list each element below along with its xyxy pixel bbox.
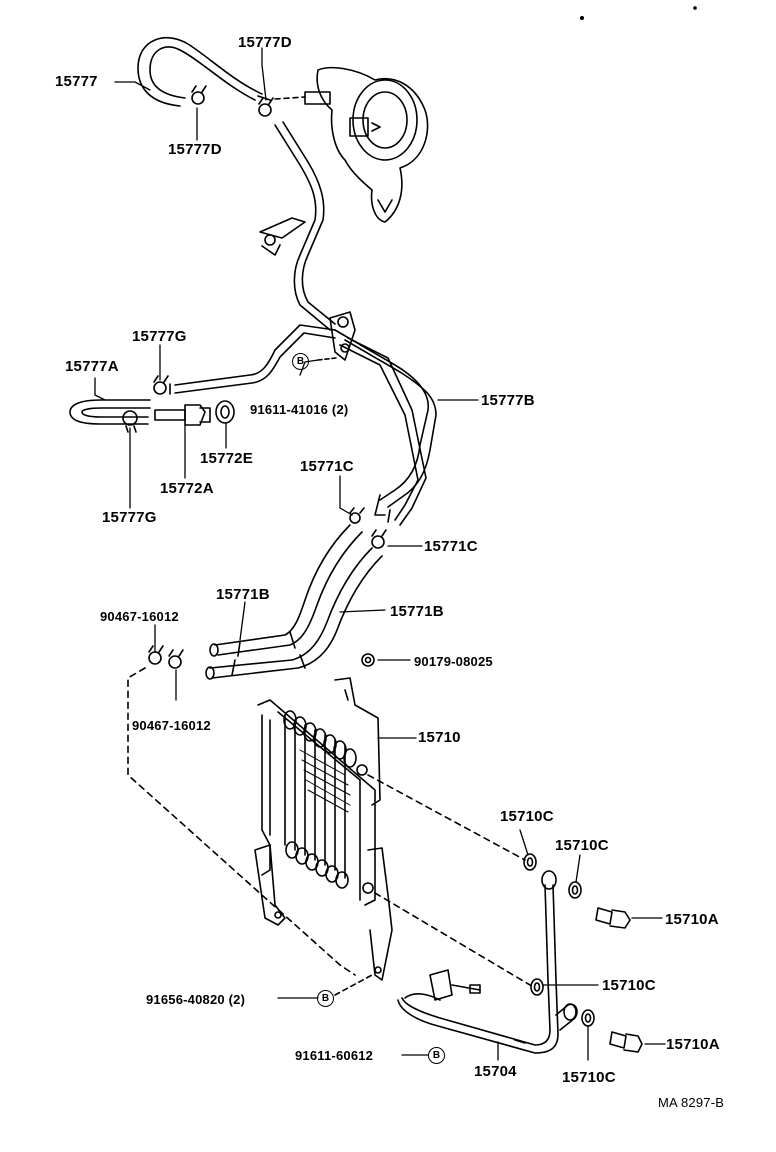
label-15771B-left: 15771B — [216, 586, 270, 603]
label-15777A: 15777A — [65, 358, 119, 375]
label-15777G-top: 15777G — [132, 328, 187, 345]
clamp-15777D-left — [191, 85, 207, 105]
label-90467-16012-bottom: 90467-16012 — [132, 718, 211, 733]
union-15772A — [154, 404, 211, 426]
gasket-15772E — [215, 400, 235, 424]
label-15710: 15710 — [418, 729, 461, 746]
label-15772E: 15772E — [200, 450, 253, 467]
dash-line-cooler-1 — [367, 774, 526, 861]
diagram-code: MA 8297-B — [658, 1095, 725, 1110]
clamp-15771C-right — [371, 529, 387, 549]
gasket-15710C-c — [530, 978, 544, 996]
hose-15777 — [137, 36, 271, 107]
label-15771B-right: 15771B — [390, 603, 444, 620]
bolt-marker-b-lower: B — [428, 1047, 445, 1064]
clamp-15777G-top — [153, 375, 169, 395]
label-90179-08025: 90179-08025 — [414, 654, 493, 669]
label-15771C-right: 15771C — [424, 538, 478, 555]
nut-90179 — [361, 653, 375, 667]
clamp-15777G-bottom — [122, 410, 138, 433]
speck — [693, 6, 697, 10]
bolt-marker-upper — [317, 357, 337, 361]
label-15777G-bottom: 15777G — [102, 509, 157, 526]
clamp-90467-top — [148, 645, 164, 665]
label-15710A-top: 15710A — [665, 911, 719, 928]
tube-15704 — [397, 870, 578, 1054]
gasket-15710C-d — [581, 1009, 595, 1027]
clamp-90467-bottom — [168, 649, 184, 669]
label-15710C-d: 15710C — [562, 1069, 616, 1086]
leader-lines — [94, 47, 666, 1061]
bolt-15710A-top — [595, 907, 631, 929]
label-15777D-bottom: 15777D — [168, 141, 222, 158]
bolt-marker-b-middle: B — [317, 990, 334, 1007]
label-15704: 15704 — [474, 1063, 517, 1080]
label-15771C-top: 15771C — [300, 458, 354, 475]
label-15772A: 15772A — [160, 480, 214, 497]
dash-line-left — [127, 667, 356, 976]
label-15710C-b: 15710C — [555, 837, 609, 854]
speck — [579, 15, 584, 20]
label-15710A-bottom: 15710A — [666, 1036, 720, 1053]
dash-line-top — [274, 96, 306, 100]
gasket-15710C-a — [523, 853, 537, 871]
dash-line-cooler-2 — [374, 892, 531, 986]
bolt-marker-b-upper: B — [292, 353, 309, 370]
clamp-15777D-right — [258, 97, 274, 117]
power-steering-pump — [304, 66, 429, 223]
label-90467-16012-top: 90467-16012 — [100, 609, 179, 624]
dash-line-bolt — [334, 974, 373, 996]
label-91611-41016: 91611-41016 (2) — [250, 402, 349, 417]
clamp-15771C-top — [349, 507, 365, 524]
label-15777D-top: 15777D — [238, 34, 292, 51]
label-15710C-a: 15710C — [500, 808, 554, 825]
hose-15777A — [69, 399, 151, 425]
label-15710C-c: 15710C — [602, 977, 656, 994]
hoses-15771B — [205, 524, 383, 680]
bolt-15710A-bottom — [609, 1031, 643, 1053]
label-91611-60612: 91611-60612 — [295, 1048, 374, 1063]
label-15777: 15777 — [55, 73, 98, 90]
bracket-clamp-upper — [329, 311, 356, 361]
oil-cooler-15710 — [254, 677, 393, 981]
pressure-tube-upper — [259, 121, 336, 331]
gasket-15710C-b — [568, 881, 582, 899]
label-91656-40820: 91656-40820 (2) — [146, 992, 246, 1007]
tube-15777G-left — [169, 324, 336, 395]
tube-15777B — [334, 329, 437, 526]
label-15777B: 15777B — [481, 392, 535, 409]
